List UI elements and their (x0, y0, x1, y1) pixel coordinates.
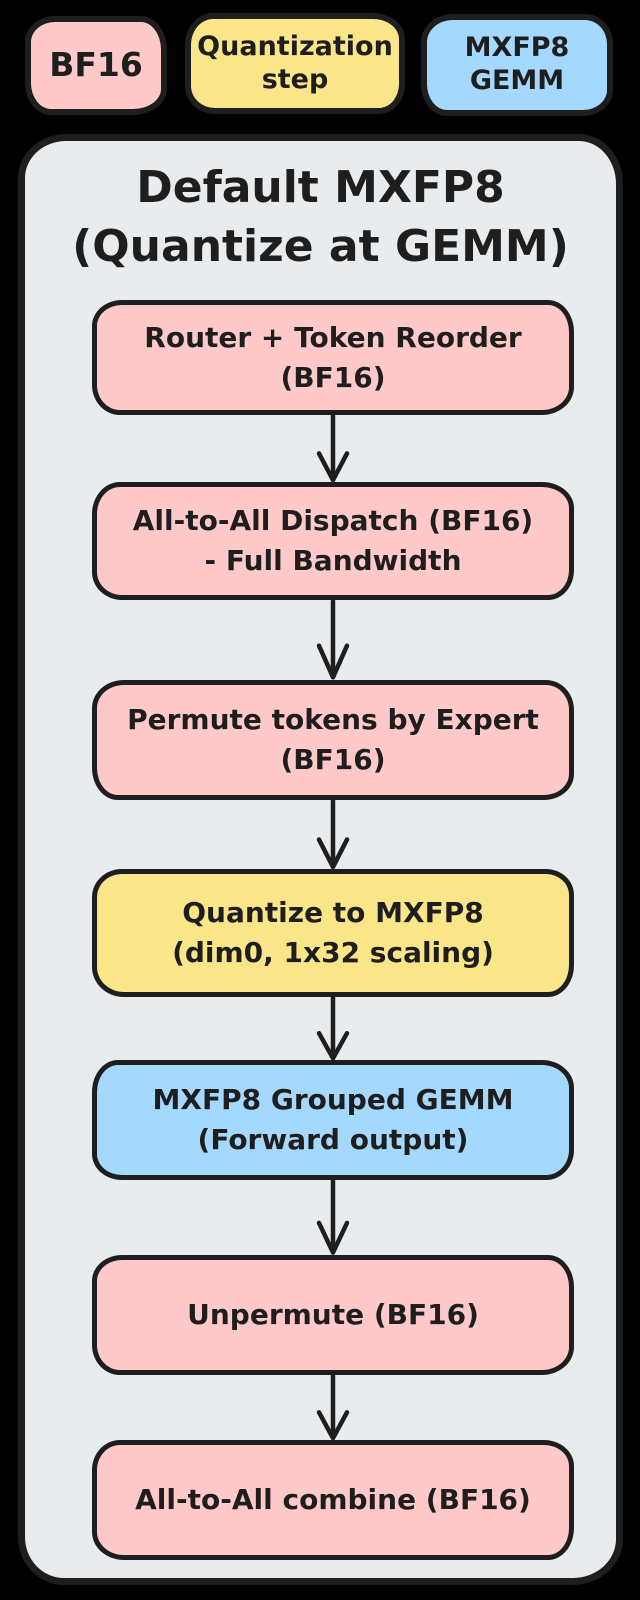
node-quantize-to-mxfp8: Quantize to MXFP8 (dim0, 1x32 scaling) (92, 869, 574, 997)
node-label: All-to-All combine (BF16) (135, 1483, 531, 1517)
node-label: Permute tokens by Expert (127, 703, 539, 737)
node-unpermute: Unpermute (BF16) (92, 1255, 574, 1375)
node-all-to-all-combine: All-to-All combine (BF16) (92, 1440, 574, 1560)
flow-arrow-down-icon (311, 800, 355, 871)
node-mxfp8-grouped-gemm: MXFP8 Grouped GEMM (Forward output) (92, 1060, 574, 1180)
legend-label: Quantization (197, 30, 393, 62)
node-label: Quantize to MXFP8 (182, 896, 484, 930)
node-label-line2: (Forward output) (197, 1123, 469, 1156)
node-label: Unpermute (BF16) (187, 1298, 479, 1332)
legend-label: BF16 (49, 45, 143, 85)
node-permute-tokens-by-expert: Permute tokens by Expert (BF16) (92, 680, 574, 800)
flow-panel: Default MXFP8 (Quantize at GEMM) Router … (18, 134, 623, 1585)
flow-arrow-down-icon (311, 415, 355, 484)
flow-arrow-down-icon (311, 1375, 355, 1442)
legend-item-quantization-step: Quantization step (185, 13, 405, 114)
legend-label-line2: GEMM (469, 65, 565, 96)
panel-title-line2: (Quantize at GEMM) (72, 220, 569, 272)
flow-arrow-down-icon (311, 997, 355, 1062)
flow-arrow-down-icon (311, 1180, 355, 1257)
node-label-line2: (BF16) (280, 743, 386, 776)
node-label-line2: (BF16) (280, 360, 386, 394)
legend-item-bf16: BF16 (25, 16, 167, 115)
panel-title: Default MXFP8 (Quantize at GEMM) (25, 159, 616, 276)
node-label: MXFP8 Grouped GEMM (152, 1083, 514, 1117)
node-all-to-all-dispatch: All-to-All Dispatch (BF16) - Full Bandwi… (92, 482, 574, 600)
node-router-token-reorder: Router + Token Reorder (BF16) (92, 300, 574, 415)
legend-label: MXFP8 (464, 32, 570, 64)
node-label: All-to-All Dispatch (BF16) (132, 504, 534, 538)
node-label-line2: - Full Bandwidth (204, 544, 462, 577)
panel-title-line1: Default MXFP8 (136, 162, 505, 213)
flow-arrow-down-icon (311, 600, 355, 682)
legend-label-line2: step (261, 63, 329, 95)
node-label-line2: (dim0, 1x32 scaling) (172, 936, 494, 969)
node-label: Router + Token Reorder (144, 320, 522, 354)
legend-item-mxfp8-gemm: MXFP8 GEMM (421, 14, 613, 116)
